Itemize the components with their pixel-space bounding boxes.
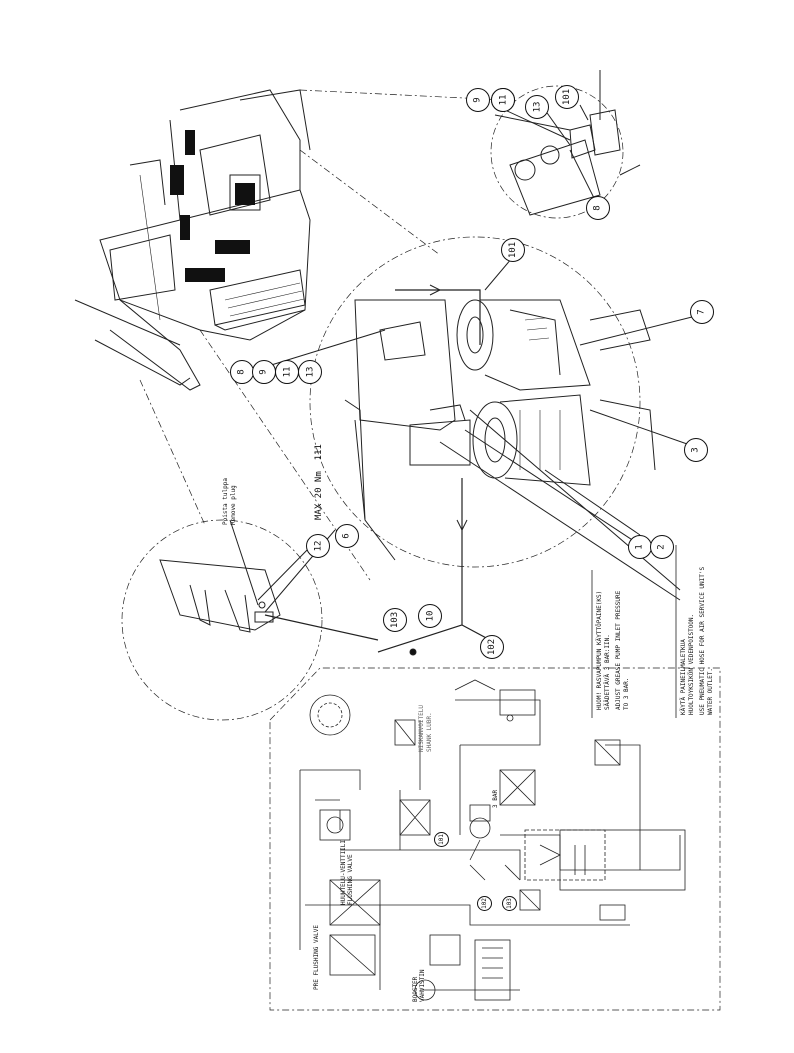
pre-flushing-valve-label: PRE FLUSHING VALVE: [313, 924, 320, 990]
hose-note-en-1: USE PNEUMATIC HOSE FOR AIR SERVICE UNIT'…: [699, 566, 706, 715]
callout-bubble: 11: [275, 360, 299, 384]
grease-note-fi-1: HUOM! RASVAPUMPUN KÄYTTÖPAINE(KS): [596, 590, 603, 710]
grease-note-en-2: TO 3 BAR.: [623, 677, 630, 710]
callout-bubble: 101: [555, 85, 579, 109]
shank-lubr-label-fi: NISKANVOITELU: [418, 705, 425, 752]
callout-bubble: 12: [306, 534, 330, 558]
schematic-callout: 101: [434, 832, 449, 847]
pressure-label: 3 BAR: [492, 789, 499, 808]
callout-bubble: 7: [690, 300, 714, 324]
callout-bubble: 11: [491, 88, 515, 112]
drill-rig-illustration: [74, 89, 311, 391]
flushing-valve-label: FLUSHING VALVE: [347, 854, 354, 905]
remove-plug-note-fi: Poista tulppa: [222, 478, 229, 525]
remove-plug-note-en: Remove plug: [230, 485, 237, 525]
schematic-callout: 102: [477, 896, 492, 911]
flushing-valve-label-fi: HUUHTELU-VENTTIILI: [340, 839, 347, 905]
callout-bubble: 6: [335, 524, 359, 548]
callout-bubble: 8: [230, 360, 254, 384]
main-detail: [254, 257, 701, 656]
schematic-callout: 103: [502, 896, 517, 911]
plug-detail: [159, 519, 491, 641]
callout-bubble: 10: [418, 604, 442, 628]
callout-bubble: 103: [383, 608, 407, 632]
hose-note-en-2: WATER OUTLET.: [707, 668, 714, 715]
callout-bubble: 3: [684, 438, 708, 462]
valve-detail: [494, 70, 641, 216]
grease-note-en-1: ADJUST GREASE PUMP INLET PRESSURE: [615, 590, 622, 710]
hose-note-fi-1: KÄYTÄ PAINEILMALETKUA: [680, 639, 687, 715]
callout-bubble: 13: [298, 360, 322, 384]
callout-bubble: 1: [628, 535, 652, 559]
torque-note: MAX 20 Nm 111: [314, 444, 324, 520]
callout-bubble: 8: [586, 196, 610, 220]
callout-bubble: 102: [480, 635, 504, 659]
callout-bubble: 101: [501, 238, 525, 262]
callout-bubble: 9: [252, 360, 276, 384]
callout-bubble: 13: [525, 95, 549, 119]
shank-lubr-label-en: SHANK LUBR.: [426, 712, 433, 752]
callout-bubble: 2: [650, 535, 674, 559]
note-underlines: [591, 545, 677, 718]
schematic: [299, 679, 686, 1001]
hose-note-fi-2: HUOLTOYKSIKÖN VEDENPOISTOON.: [688, 613, 695, 715]
booster-label-fi: VAHVISTIN: [419, 969, 426, 1002]
grease-note-fi-2: SÄÄDETTÄVÄ 3 BAR:IIN.: [604, 634, 611, 710]
callout-bubble: 9: [466, 88, 490, 112]
booster-label: BOOSTER: [412, 976, 419, 1002]
